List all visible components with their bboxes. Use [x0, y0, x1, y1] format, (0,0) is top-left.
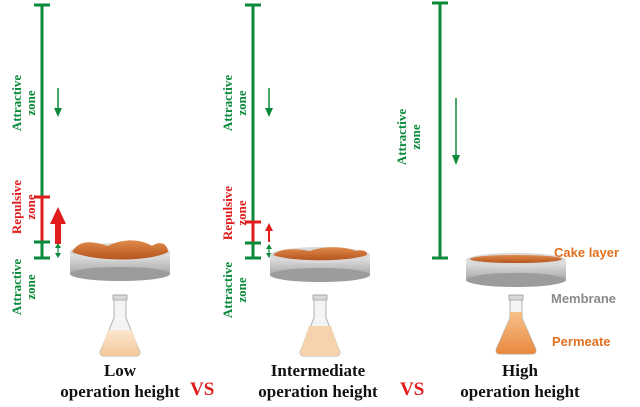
caption-low: Low operation height [60, 361, 180, 401]
panel-low-graphics [34, 3, 170, 357]
small-double-arrow-icon [55, 243, 61, 258]
caption-intermediate: Intermediate operation height [258, 361, 378, 401]
cake-layer-shape [72, 240, 168, 260]
vs-label-2: VS [400, 379, 425, 400]
permeate-label: Permeate [552, 334, 611, 349]
membrane-label: Membrane [551, 291, 617, 306]
down-arrow-icon [265, 88, 273, 117]
panel-high-graphics [432, 1, 566, 355]
cake-layer-shape [470, 255, 562, 263]
down-arrow-icon [54, 88, 62, 117]
down-arrow-icon [452, 98, 460, 165]
permeate-flask [299, 294, 341, 357]
cake-layer-shape [273, 247, 368, 261]
membrane-disc [270, 247, 370, 282]
up-arrow-icon [50, 207, 66, 244]
panel-intermediate-graphics [245, 3, 370, 357]
up-arrow-icon [265, 223, 273, 242]
caption-high: High operation height [460, 361, 580, 401]
cake-layer-label: Cake layer [554, 245, 620, 260]
membrane-disc [70, 240, 170, 281]
permeate-flask [495, 294, 537, 355]
permeate-flask [99, 294, 141, 357]
membrane-disc [466, 253, 566, 287]
vs-label-1: VS [190, 379, 215, 400]
